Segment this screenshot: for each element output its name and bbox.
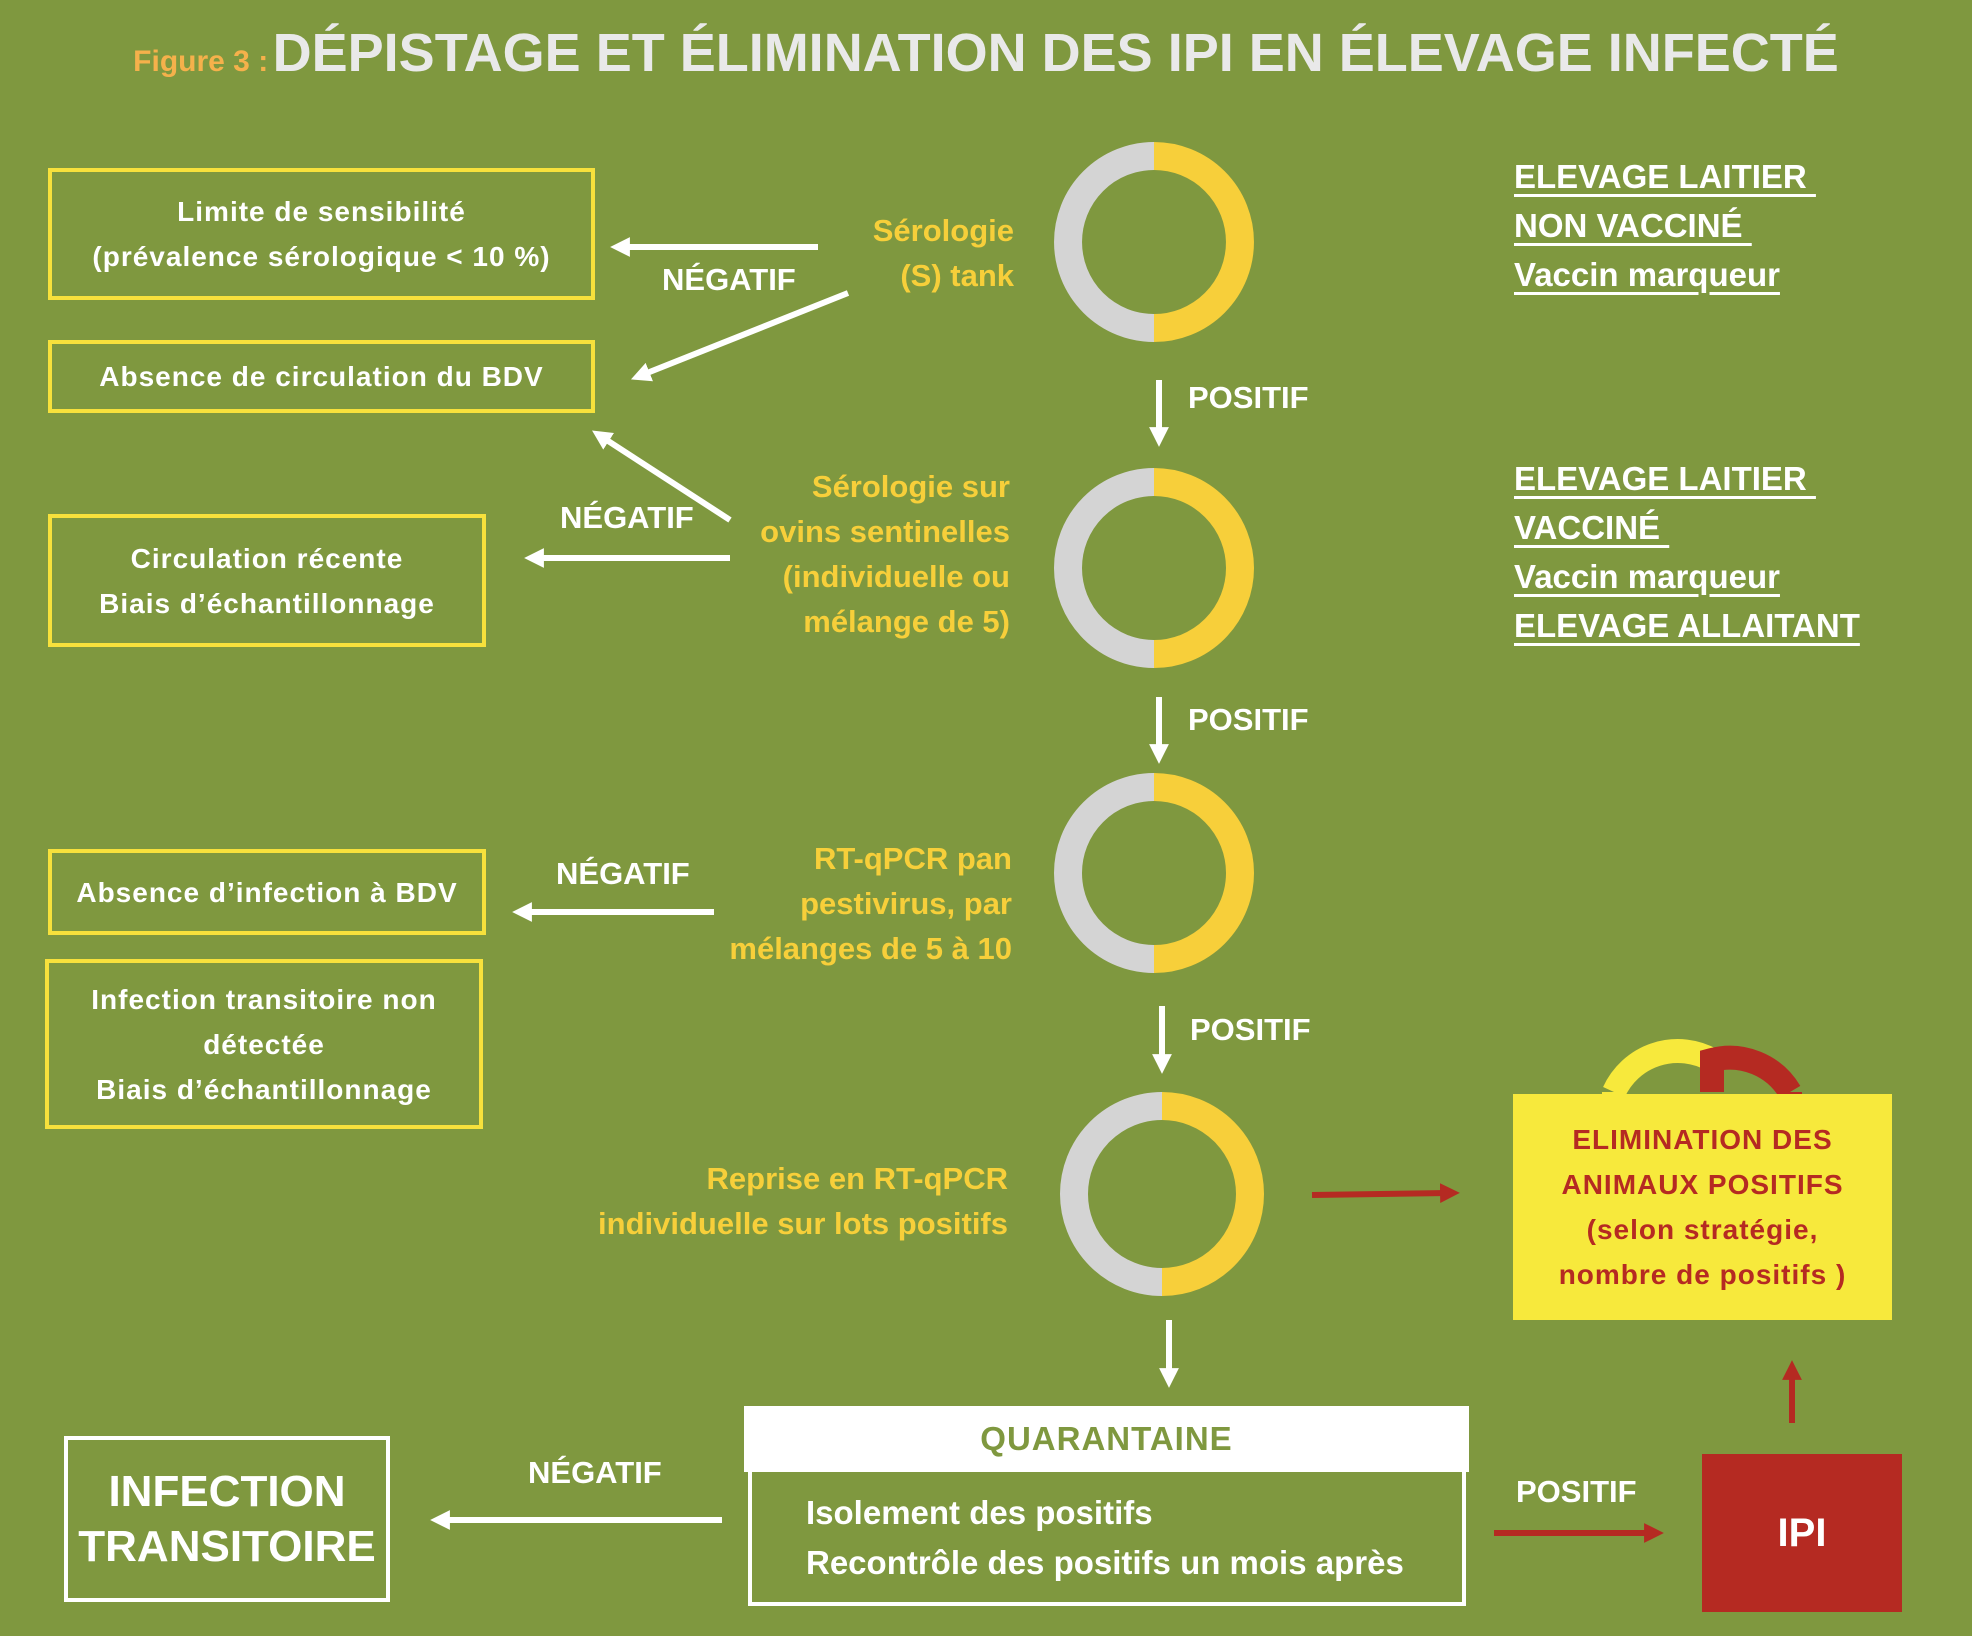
box-text: Infection transitoire non [91,983,437,1015]
step-text: Sérologie sur [811,469,1010,504]
box-text: Absence de circulation du BDV [99,361,544,392]
group-laitier-vaccine: ELEVAGE LAITIER VACCINÉ Vaccin marqueur … [1514,454,1860,650]
ring-serologie-ovins [1054,468,1254,668]
box-text: nombre de positifs ) [1558,1259,1847,1290]
label-positif-quarantaine: POSITIF [1516,1474,1637,1509]
ipi-label: IPI [1777,1510,1827,1555]
box-text: (selon stratégie, [1586,1214,1819,1245]
box-text: Biais d’échantillonnage [96,1073,432,1105]
step-rtqpcr-individuelle: Reprise en RT-qPCR individuelle sur lots… [598,1156,1008,1246]
ring-rtqpcr-individuelle [1060,1092,1264,1296]
box-text: détectée [203,1028,325,1060]
box-text: Limite de sensibilité [177,196,466,227]
step-text: (S) tank [900,258,1014,293]
label-positif-3: POSITIF [1190,1012,1311,1047]
quarantaine-text: Recontrôle des positifs un mois après [806,1544,1404,1581]
box-circulation-recente: Circulation récente Biais d’échantillonn… [48,514,486,647]
step-serologie-ovins: Sérologie sur ovins sentinelles (individ… [760,464,1010,644]
label-negatif-2: NÉGATIF [560,500,694,535]
figure-heading: DÉPISTAGE ET ÉLIMINATION DES IPI EN ÉLEV… [272,23,1839,83]
box-absence-infection: Absence d’infection à BDV [48,849,486,935]
group-laitier-non-vaccine: ELEVAGE LAITIER NON VACCINÉ Vaccin marqu… [1514,152,1816,299]
label-negatif-3: NÉGATIF [556,856,690,891]
step-text: ovins sentinelles [760,514,1010,549]
quarantaine-text: Isolement des positifs [806,1494,1153,1531]
figure-title: Figure 3 : DÉPISTAGE ET ÉLIMINATION DES … [0,22,1972,84]
step-text: mélanges de 5 à 10 [729,931,1012,966]
box-absence-circulation: Absence de circulation du BDV [48,340,595,413]
box-infection-transitoire: INFECTION TRANSITOIRE [64,1436,390,1602]
step-serologie-tank: Sérologie (S) tank [873,208,1014,298]
box-text: ANIMAUX POSITIFS [1561,1169,1844,1200]
figure-number: Figure 3 : [133,45,269,78]
quarantaine-body: Isolement des positifs Recontrôle des po… [748,1472,1466,1606]
box-text: INFECTION [108,1467,346,1516]
quarantaine-header: QUARANTAINE [744,1406,1469,1472]
label-negatif-quarantaine: NÉGATIF [528,1455,662,1490]
box-infection-non-detectee: Infection transitoire non détectée Biais… [45,959,483,1129]
step-text: Reprise en RT-qPCR [706,1161,1008,1196]
label-positif-1: POSITIF [1188,380,1309,415]
box-ipi: IPI [1702,1454,1902,1612]
group-text: Vaccin marqueur [1514,558,1780,595]
step-rtqpcr-pan: RT-qPCR pan pestivirus, par mélanges de … [729,836,1012,971]
box-limite-sensibilite: Limite de sensibilité (prévalence sérolo… [48,168,595,300]
ring-rtqpcr-pan [1054,773,1254,973]
group-text: Vaccin marqueur [1514,256,1780,293]
group-text: VACCINÉ [1514,509,1670,546]
step-text: mélange de 5) [803,604,1010,639]
group-text: ELEVAGE LAITIER [1514,460,1816,497]
box-text: Circulation récente [130,542,404,574]
box-elimination: ELIMINATION DES ANIMAUX POSITIFS (selon … [1513,1094,1892,1320]
arrow-neg-2a [592,430,732,523]
group-text: ELEVAGE LAITIER [1514,158,1816,195]
step-text: Sérologie [872,213,1014,248]
group-text: NON VACCINÉ [1514,207,1752,244]
label-positif-2: POSITIF [1188,702,1309,737]
box-text: Absence d’infection à BDV [76,876,458,908]
box-text: (prévalence sérologique < 10 %) [92,241,551,272]
label-negatif-1: NÉGATIF [662,262,796,297]
arrow-neg-1b [630,290,850,382]
step-text: pestivirus, par [800,886,1012,921]
box-text: Biais d’échantillonnage [99,587,435,619]
arrow-to-elimination [1311,1183,1460,1204]
ring-serologie-tank [1054,142,1254,342]
group-text: ELEVAGE ALLAITANT [1514,607,1860,644]
box-text: TRANSITOIRE [78,1522,376,1571]
step-text: RT-qPCR pan [813,841,1012,876]
step-text: individuelle sur lots positifs [598,1206,1008,1241]
box-text: ELIMINATION DES [1572,1124,1833,1155]
step-text: (individuelle ou [782,559,1010,594]
